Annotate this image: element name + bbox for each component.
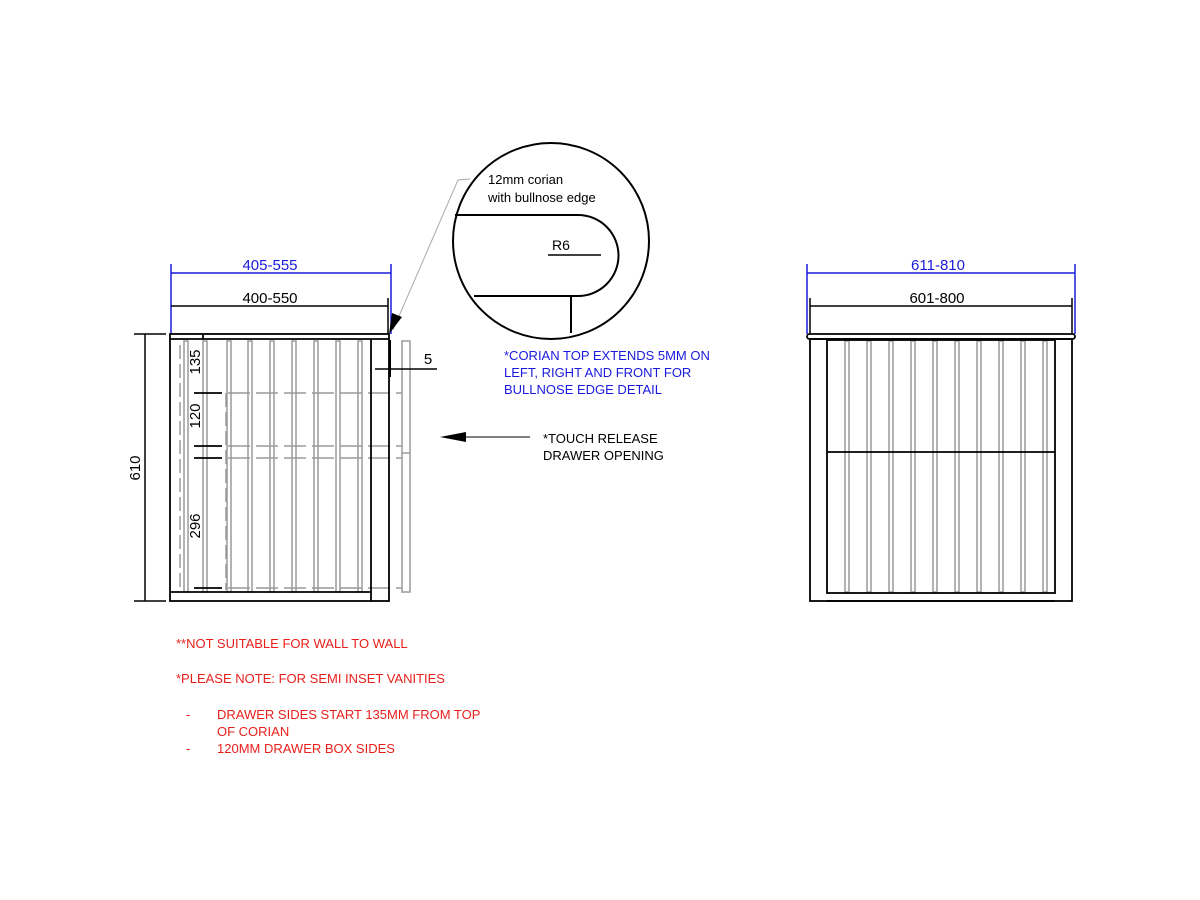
cabinet-outline-front [806,333,1076,602]
touch-release-note: *TOUCH RELEASE DRAWER OPENING [543,430,664,464]
leader-arrowhead-icon [389,313,402,334]
slat [866,340,872,593]
slat [976,340,982,593]
corian-note: *CORIAN TOP EXTENDS 5MM ON LEFT, RIGHT A… [504,347,710,398]
touch-release-arrow [440,432,530,442]
slat [932,340,938,593]
dim-label-610: 610 [127,455,144,480]
dim-label-5: 5 [424,351,432,368]
touch-release-line: DRAWER OPENING [543,448,664,463]
slat [202,340,208,593]
bullet-item: - DRAWER SIDES START 135MM FROM TOP OF C… [186,706,480,740]
bullet-dash: - [186,741,191,756]
bullet-dash: - [186,707,191,722]
bullet-text: DRAWER SIDES START 135MM FROM TOP [217,707,481,722]
wall-to-wall-note: **NOT SUITABLE FOR WALL TO WALL [176,636,408,651]
slat [335,340,341,593]
slat [357,340,363,593]
slat [888,340,894,593]
corian-note-line: BULLNOSE EDGE DETAIL [504,382,662,397]
touch-release-line: *TOUCH RELEASE [543,431,658,446]
dim-overhang [375,340,437,377]
corian-note-line: LEFT, RIGHT AND FRONT FOR [504,365,692,380]
side-view: 405-555 400-550 610 135 12 [127,178,471,602]
detail-label-2: with bullnose edge [487,190,596,205]
cabinet-outline-side [169,333,390,602]
bullnose-detail: 12mm corian with bullnose edge R6 [452,142,650,340]
drawer-front-panel [401,340,411,593]
dim-label-296: 296 [187,513,204,538]
slat [910,340,916,593]
slat [954,340,960,593]
corian-note-line: *CORIAN TOP EXTENDS 5MM ON [504,348,710,363]
slat [998,340,1004,593]
slat [183,340,189,593]
semi-inset-note: *PLEASE NOTE: FOR SEMI INSET VANITIES [176,671,445,686]
detail-label-1: 12mm corian [488,172,563,187]
front-view: 611-810 601-800 [806,257,1076,602]
slat [1020,340,1026,593]
dim-overall-front [806,264,1076,334]
slat [313,340,319,593]
dim-label-400-550: 400-550 [242,290,297,307]
dim-cabinet-side [171,298,389,334]
dim-label-405-555: 405-555 [242,257,297,274]
bullet-text: 120MM DRAWER BOX SIDES [217,741,395,756]
dim-label-601-800: 601-800 [909,290,964,307]
dim-label-120: 120 [187,403,204,428]
slat [247,340,253,593]
drawer-ticks [194,392,222,589]
dim-height [134,333,166,602]
slat [1042,340,1048,593]
dim-cabinet-front [809,298,1073,334]
radius-label: R6 [552,237,570,253]
slat [226,340,232,593]
detail-leader-line [392,178,471,331]
dim-label-135: 135 [187,349,204,374]
dim-label-611-810: 611-810 [911,257,965,274]
slat [269,340,275,593]
slat [291,340,297,593]
slat [844,340,850,593]
bullet-item: - 120MM DRAWER BOX SIDES [186,740,395,757]
bullet-text: OF CORIAN [217,724,290,739]
